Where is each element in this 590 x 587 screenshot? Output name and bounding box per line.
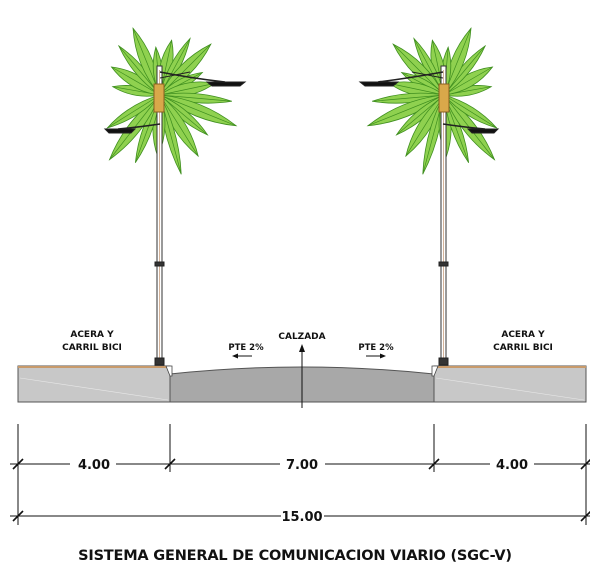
dimension-left: 4.00 bbox=[78, 458, 110, 473]
sidewalk-left bbox=[17, 365, 171, 403]
label-roadway: CALZADA bbox=[278, 332, 325, 342]
palm-frond-rib bbox=[107, 94, 161, 129]
palm-frond-rib bbox=[159, 83, 215, 96]
label-right-sidewalk-line2: CARRIL BICI bbox=[493, 343, 553, 353]
label-slope-left: PTE 2% bbox=[228, 343, 264, 353]
palm-frond-rib bbox=[111, 66, 161, 96]
cross-section bbox=[17, 344, 587, 408]
palm-frond-rib bbox=[405, 94, 445, 157]
palm-tree-right bbox=[366, 27, 498, 175]
slope-arrow-left bbox=[232, 353, 252, 359]
sidewalk-right bbox=[433, 365, 587, 403]
palm-frond-rib bbox=[443, 66, 493, 96]
palm-frond-rib bbox=[159, 94, 237, 127]
dimension-lines bbox=[10, 424, 590, 525]
palm-frond-rib bbox=[372, 94, 445, 102]
diagram-caption: SISTEMA GENERAL DE COMUNICACION VIARIO (… bbox=[78, 548, 512, 564]
palm-tree-left bbox=[106, 27, 238, 175]
slope-arrow-right bbox=[366, 353, 386, 359]
center-axis-arrowhead bbox=[299, 344, 305, 352]
dimension-right: 4.00 bbox=[496, 458, 528, 473]
dimension-total: 15.00 bbox=[281, 510, 322, 525]
palm-frond-rib bbox=[389, 83, 445, 96]
label-left-sidewalk-line1: ACERA Y bbox=[70, 330, 114, 340]
street-lamp-right bbox=[358, 65, 500, 366]
street-lamp-left bbox=[103, 65, 247, 366]
palm-frond-rib bbox=[159, 94, 199, 157]
palm-frond-rib bbox=[159, 94, 232, 102]
palm-frond-rib bbox=[443, 94, 497, 129]
palm-frond-rib bbox=[367, 94, 445, 127]
label-left-sidewalk-line2: CARRIL BICI bbox=[62, 343, 122, 353]
label-slope-right: PTE 2% bbox=[358, 343, 394, 353]
label-right-sidewalk-line1: ACERA Y bbox=[501, 330, 545, 340]
dimension-center: 7.00 bbox=[286, 458, 318, 473]
